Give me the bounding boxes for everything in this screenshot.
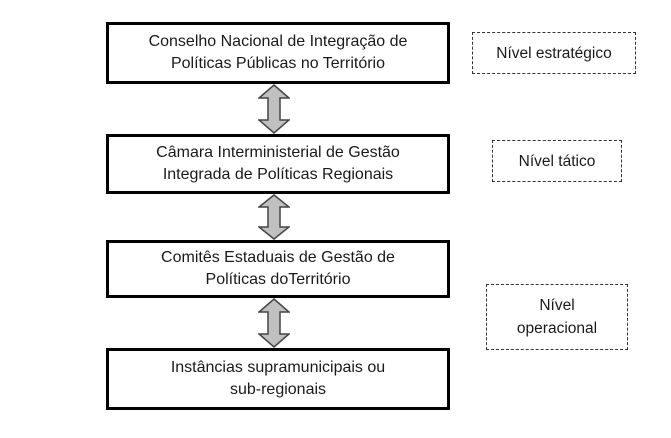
box-camara-interministerial: Câmara Interministerial de Gestão Integr… xyxy=(106,134,450,194)
double-arrow-icon xyxy=(258,194,290,240)
double-arrow-icon xyxy=(258,298,290,348)
box-label-line2: Políticas Públicas no Território xyxy=(170,55,386,72)
level-label-tatico: Nível tático xyxy=(492,140,622,182)
level-label-text: Nível estratégico xyxy=(496,44,612,62)
box-label-line2: Integrada de Políticas Regionais xyxy=(162,166,394,183)
box-comites-estaduais: Comitês Estaduais de Gestão de Políticas… xyxy=(106,240,450,298)
level-label-text: Nível tático xyxy=(518,152,596,170)
box-label-line1: Comitês Estaduais de Gestão de xyxy=(161,249,395,266)
level-label-operacional: Nível operacional xyxy=(486,284,628,350)
box-label-line1: Instâncias supramunicipais ou xyxy=(170,359,386,376)
box-instancias-supramunicipais: Instâncias supramunicipais ou sub-region… xyxy=(106,348,450,410)
double-arrow-icon xyxy=(258,84,290,134)
box-label-line2: Políticas doTerritório xyxy=(205,271,351,288)
level-label-line1: Nível xyxy=(539,297,575,314)
box-label-line1: Conselho Nacional de Integração de xyxy=(148,33,408,50)
level-label-line2: operacional xyxy=(516,320,598,337)
box-label-line2: sub-regionais xyxy=(229,381,327,398)
level-label-estrategico: Nível estratégico xyxy=(472,32,636,74)
box-conselho-nacional: Conselho Nacional de Integração de Polít… xyxy=(106,22,450,84)
box-label-line1: Câmara Interministerial de Gestão xyxy=(156,144,400,161)
